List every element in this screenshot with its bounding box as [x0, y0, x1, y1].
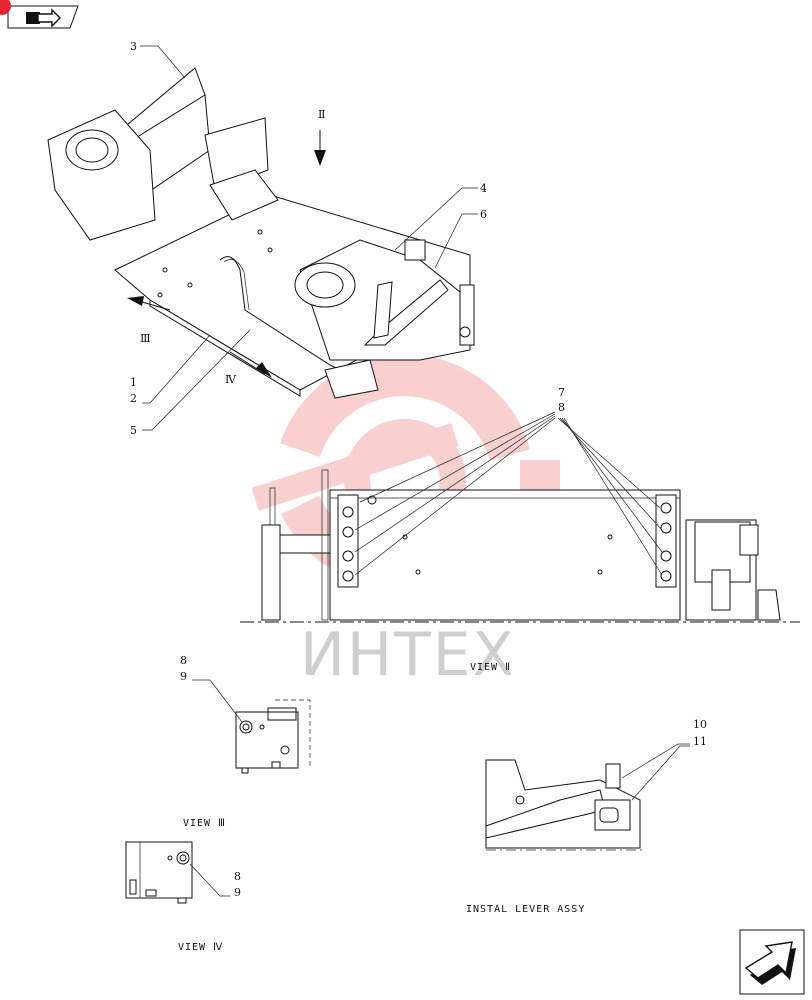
book-arrow-icon	[26, 8, 61, 28]
callout-8-9-view-3: 8 9	[180, 654, 243, 723]
view-4-title: VIEW Ⅳ	[178, 942, 223, 953]
view-3-title: VIEW Ⅲ	[183, 818, 226, 829]
svg-text:8: 8	[180, 654, 187, 667]
direction-arrow-view-2: Ⅱ	[314, 108, 326, 166]
callout-6: 6	[434, 208, 487, 269]
svg-text:6: 6	[480, 208, 487, 221]
svg-text:3: 3	[130, 40, 137, 53]
main-assembly-drawing	[47, 67, 475, 399]
direction-arrow-view-3: Ⅲ	[127, 296, 171, 345]
view-3-drawing	[235, 699, 311, 774]
view-2-title: VIEW Ⅱ	[470, 662, 511, 673]
direction-arrow-view-4: Ⅳ	[225, 351, 272, 386]
svg-text:Ⅲ: Ⅲ	[140, 332, 151, 345]
install-lever-title: INSTAL LEVER ASSY	[466, 904, 585, 915]
install-lever-drawing	[485, 759, 645, 851]
svg-text:8: 8	[558, 401, 565, 414]
header-badge	[0, 0, 11, 15]
svg-text:5: 5	[130, 424, 137, 437]
callout-2: 2	[130, 334, 211, 405]
svg-text:10: 10	[693, 718, 707, 731]
callout-3: 3	[130, 40, 186, 79]
svg-text:11: 11	[693, 735, 707, 748]
callout-8-9-view-4: 8 9	[189, 863, 241, 899]
svg-text:9: 9	[234, 886, 241, 899]
svg-text:Ⅳ: Ⅳ	[225, 373, 237, 386]
svg-text:9: 9	[180, 670, 187, 683]
callout-1: 1	[130, 376, 137, 389]
svg-text:8: 8	[234, 870, 241, 883]
svg-text:1: 1	[130, 376, 137, 389]
svg-text:Ⅱ: Ⅱ	[318, 108, 325, 121]
next-page-arrow-icon	[744, 941, 796, 985]
view-2-drawing	[240, 469, 800, 623]
view-4-drawing	[125, 841, 193, 904]
callout-5: 5	[130, 329, 251, 437]
watermark-text: ИНТЕХ	[300, 620, 516, 690]
header-nav-button[interactable]	[7, 5, 79, 29]
callout-4: 4	[394, 182, 487, 251]
svg-text:4: 4	[480, 182, 487, 195]
callout-7-8: 7 8	[354, 386, 663, 576]
next-page-button[interactable]	[739, 929, 805, 995]
callout-10-11: 10 11	[621, 718, 707, 801]
svg-text:2: 2	[130, 392, 137, 405]
svg-text:7: 7	[558, 386, 565, 399]
